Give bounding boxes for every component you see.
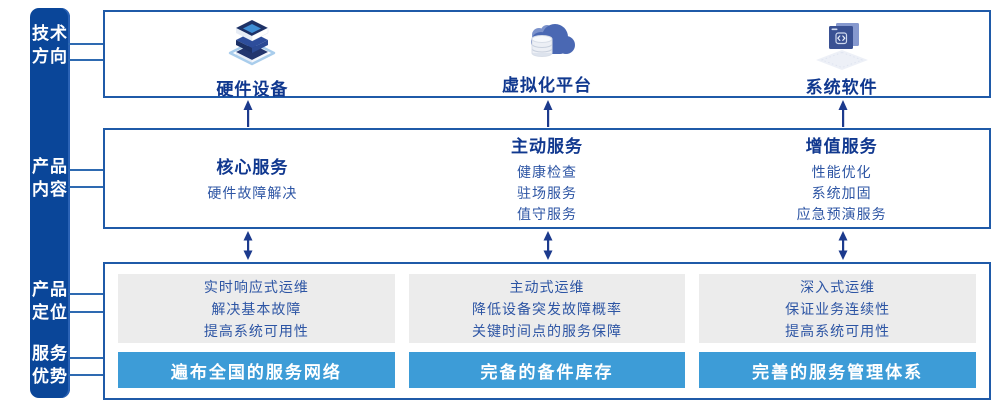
service-column-value-added: 增值服务 性能优化 系统加固 应急预演服务: [694, 130, 989, 227]
service-item: 应急预演服务: [796, 206, 887, 222]
positioning-column-proactive: 主动式运维 降低设备突发故障概率 关键时间点的服务保障 完备的备件库存: [408, 274, 686, 388]
positioning-panel: 深入式运维 保证业务连续性 提高系统可用性: [699, 274, 977, 343]
connector-line: [68, 186, 104, 188]
positioning-point: 降低设备突发故障概率: [472, 300, 622, 317]
up-arrow: [543, 100, 553, 127]
positioning-panel: 实时响应式运维 解决基本故障 提高系统可用性: [118, 274, 395, 343]
connector-line: [68, 59, 104, 61]
software-window-icon: [810, 18, 874, 72]
service-heading: 核心服务: [216, 158, 289, 177]
product-content-box: 核心服务 硬件故障解决 主动服务 健康检查 驻场服务 值守服务 增值服务 性能优…: [103, 128, 991, 229]
server-stack-icon: [222, 18, 282, 74]
up-arrow: [243, 100, 253, 127]
positioning-point: 实时响应式运维: [203, 278, 309, 295]
advantage-bar: 遍布全国的服务网络: [118, 352, 395, 388]
tech-item-virtualization: 虚拟化平台: [400, 12, 695, 96]
sidebar-label-product-content: 产品 内容: [30, 155, 70, 201]
cloud-database-icon: [515, 18, 579, 70]
double-arrow: [838, 231, 848, 260]
sidebar-label-line: 方向: [32, 47, 68, 66]
up-arrow: [838, 100, 848, 127]
service-item: 系统加固: [811, 185, 872, 201]
connector-line: [68, 169, 104, 171]
service-item: 健康检查: [517, 164, 577, 180]
service-item: 性能优化: [811, 164, 872, 180]
service-column-proactive: 主动服务 健康检查 驻场服务 值守服务: [400, 130, 695, 227]
positioning-column-realtime: 实时响应式运维 解决基本故障 提高系统可用性 遍布全国的服务网络: [118, 274, 395, 388]
positioning-point: 深入式运维: [800, 278, 876, 295]
service-heading: 增值服务: [805, 137, 878, 156]
connector-line: [68, 357, 104, 359]
positioning-point: 保证业务连续性: [785, 300, 891, 317]
sidebar-label-tech-direction: 技术 方向: [30, 22, 70, 68]
positioning-column-indepth: 深入式运维 保证业务连续性 提高系统可用性 完善的服务管理体系: [699, 274, 977, 388]
positioning-panel: 主动式运维 降低设备突发故障概率 关键时间点的服务保障: [408, 274, 686, 343]
tech-direction-box: 硬件设备 虚拟化平台: [103, 10, 991, 99]
connector-line: [68, 293, 104, 295]
positioning-point: 提高系统可用性: [785, 322, 891, 339]
connector-line: [68, 43, 104, 45]
advantage-bar: 完善的服务管理体系: [699, 352, 977, 388]
tech-item-label: 硬件设备: [216, 80, 289, 99]
connector-line: [68, 311, 104, 313]
positioning-point: 解决基本故障: [211, 300, 302, 317]
tech-item-label: 虚拟化平台: [502, 76, 592, 95]
service-column-core: 核心服务 硬件故障解决: [105, 130, 400, 227]
service-item: 值守服务: [517, 206, 577, 222]
sidebar-label-line: 内容: [32, 180, 68, 199]
double-arrow: [543, 231, 553, 260]
service-item: 驻场服务: [517, 185, 577, 201]
service-item: 硬件故障解决: [207, 185, 298, 201]
sidebar: 技术 方向 产品 内容 产品 定位 服务 优势: [30, 8, 70, 398]
positioning-point: 关键时间点的服务保障: [472, 322, 622, 339]
product-positioning-box: 实时响应式运维 解决基本故障 提高系统可用性 遍布全国的服务网络 主动式运维 降…: [103, 262, 991, 400]
connector-line: [68, 374, 104, 376]
double-arrow: [243, 231, 253, 260]
tech-item-system-software: 系统软件: [694, 12, 989, 97]
sidebar-label-line: 优势: [32, 367, 68, 386]
sidebar-label-line: 产品: [32, 157, 68, 176]
positioning-point: 主动式运维: [509, 278, 585, 295]
tech-item-label: 系统软件: [805, 78, 878, 97]
sidebar-label-line: 产品: [32, 280, 68, 299]
service-heading: 主动服务: [511, 137, 583, 156]
positioning-point: 提高系统可用性: [203, 322, 309, 339]
sidebar-label-product-positioning: 产品 定位: [30, 278, 70, 324]
sidebar-label-line: 技术: [32, 24, 68, 43]
tech-item-hardware: 硬件设备: [105, 12, 400, 99]
sidebar-label-line: 服务: [32, 344, 68, 363]
sidebar-label-service-advantage: 服务 优势: [30, 342, 70, 388]
sidebar-label-line: 定位: [32, 303, 68, 322]
advantage-bar: 完备的备件库存: [408, 352, 686, 388]
